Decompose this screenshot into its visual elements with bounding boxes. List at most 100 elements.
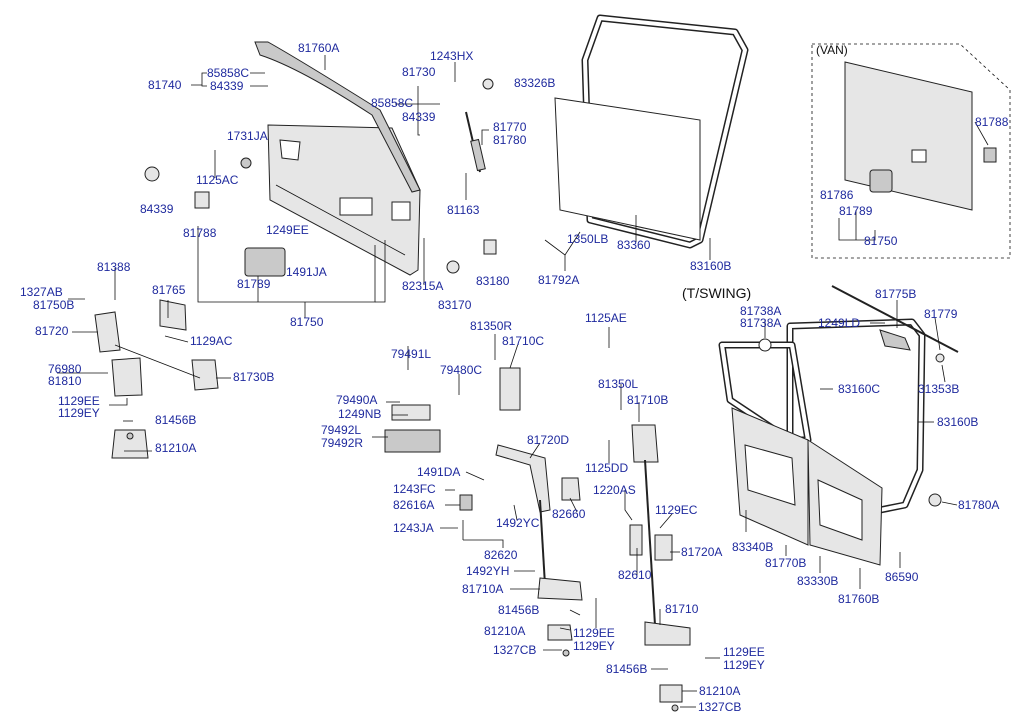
part-label: 81710C (502, 334, 544, 348)
part-label: 83340B (732, 540, 773, 554)
part-label: 83326B (514, 76, 555, 90)
part-label: 83160C (838, 382, 880, 396)
part-label: 1125AC (196, 173, 239, 187)
part-label: 81775B (875, 287, 916, 301)
part-label: 81779 (924, 307, 958, 321)
part-label: 1243HX (430, 49, 473, 63)
part-label: 81750 (864, 234, 898, 248)
part-label: 83330B (797, 574, 838, 588)
part-label: 81750 (290, 315, 324, 329)
part-label: 81720A (681, 545, 722, 559)
part-label: 81786 (820, 188, 854, 202)
part-label: 1327CB (698, 700, 741, 714)
left-latch-assembly (94, 299, 219, 459)
part-label: 81456B (498, 603, 539, 617)
part-label: 81350R (470, 319, 512, 333)
part-label: 1125DD (585, 461, 628, 475)
gas-strut-81770 (465, 111, 486, 173)
part-label: 31353B (918, 382, 959, 396)
tswing-right-door-83330B (807, 439, 883, 566)
part-label: 85858C (207, 66, 249, 80)
part-label: 81788 (975, 115, 1009, 129)
part-label: 81788 (183, 226, 217, 240)
part-label: 82610 (618, 568, 652, 582)
part-label: 83180 (476, 274, 510, 288)
part-label: 79490A (336, 393, 377, 407)
part-label: 1350LB (567, 232, 608, 246)
part-label: 81710B (627, 393, 668, 407)
part-label: 81738A (740, 304, 781, 318)
part-label: 81792A (538, 273, 579, 287)
part-label: 81210A (484, 624, 525, 638)
part-label: 1129EY (573, 639, 615, 653)
part-label: 82315A (402, 279, 443, 293)
part-label: 81210A (699, 684, 740, 698)
part-label: 82616A (393, 498, 434, 512)
small-fasteners (126, 78, 945, 712)
part-label: 1327CB (493, 643, 536, 657)
tailgate-trim-panel-81750 (267, 124, 421, 276)
weatherstrip-83160B-van (581, 14, 749, 249)
part-label: 81760A (298, 41, 339, 55)
part-label: 1249EE (266, 223, 309, 237)
part-label: 1491DA (417, 465, 460, 479)
part-label: 79480C (440, 363, 482, 377)
tswing-check-rod-81775B (831, 285, 959, 353)
part-label: 81710A (462, 582, 503, 596)
part-label: 1125AE (585, 311, 627, 325)
part-label: 81388 (97, 260, 131, 274)
part-label: 1731JA (227, 129, 268, 143)
part-label: 81780 (493, 133, 527, 147)
part-label: 79492L (321, 423, 361, 437)
part-label: 79491L (391, 347, 431, 361)
part-label: 81710 (665, 602, 699, 616)
part-label: 1129EE (58, 394, 100, 408)
part-label: 1129EC (655, 503, 698, 517)
part-label: 1492YH (466, 564, 509, 578)
part-label: 1492YC (496, 516, 540, 530)
part-label: 81730B (233, 370, 274, 384)
part-label: 81350L (598, 377, 638, 391)
part-label: 82620 (484, 548, 518, 562)
part-label: 84339 (210, 79, 244, 93)
part-label: 81720D (527, 433, 569, 447)
part-label: 81456B (606, 662, 647, 676)
part-label: 1491JA (286, 265, 327, 279)
part-label: 83160B (690, 259, 731, 273)
part-label: 1220AS (593, 483, 636, 497)
part-label: 1129EE (573, 626, 615, 640)
part-label: 84339 (402, 110, 436, 124)
part-label: 85858C (371, 96, 413, 110)
part-label: 1129EY (723, 658, 765, 672)
part-label: 82660 (552, 507, 586, 521)
part-label: 81760B (838, 592, 879, 606)
part-label: 81765 (152, 283, 186, 297)
part-label: 81740 (148, 78, 182, 92)
tswing-left-door-83340B (731, 407, 809, 546)
part-label: 1327AB (20, 285, 63, 299)
part-label: 1129EY (58, 406, 100, 420)
part-labels: 81760A 85858C 84339 81740 1243HX 81730 8… (20, 41, 1009, 714)
part-label: 81163 (447, 203, 480, 217)
part-label: 81720 (35, 324, 69, 338)
part-label: 81750B (33, 298, 74, 312)
part-label: 76980 (48, 362, 82, 376)
part-label: 83360 (617, 238, 651, 252)
van-header: (VAN) (816, 43, 848, 57)
part-label: 81789 (839, 204, 873, 218)
door-panel-83360 (554, 97, 701, 241)
part-label: 81456B (155, 413, 196, 427)
part-label: 83160B (937, 415, 978, 429)
part-label: 81770B (765, 556, 806, 570)
part-label: 1129EE (723, 645, 765, 659)
part-label: 81770 (493, 120, 527, 134)
part-label: 81730 (402, 65, 436, 79)
part-label: 81780A (958, 498, 999, 512)
part-label: 1249NB (338, 407, 381, 421)
part-label: 81810 (48, 374, 82, 388)
part-label: 84339 (140, 202, 174, 216)
upper-trim-81760A (254, 41, 421, 193)
part-label: 81738A (740, 316, 781, 330)
part-label: 1129AC (190, 334, 233, 348)
